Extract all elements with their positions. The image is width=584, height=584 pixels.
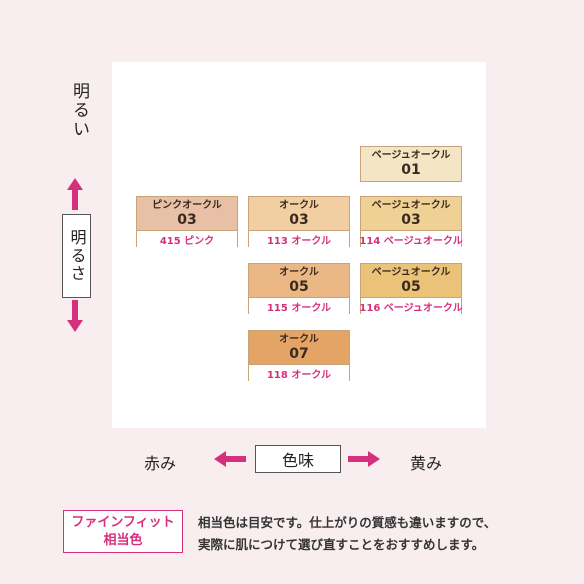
shade-code: 05	[401, 278, 421, 295]
shade-name: ピンクオークル	[152, 199, 222, 211]
shade-name: オークル	[279, 333, 319, 345]
swatch-beige-ochre-01: ベージュオークル 01	[360, 146, 462, 182]
shade-code: 01	[401, 162, 421, 178]
shade-code: 03	[401, 211, 421, 228]
yellowness-label: 黄み	[410, 454, 443, 473]
note-line-1: 相当色は目安です。仕上がりの質感も違いますので、	[198, 515, 497, 530]
swatch-color: オークル 05	[249, 264, 349, 297]
product-number: 114 ベージュオークル	[359, 230, 463, 247]
arrow-right-icon	[348, 451, 380, 467]
redness-label: 赤み	[144, 454, 177, 473]
arrow-up-icon	[67, 178, 83, 210]
shade-name: オークル	[279, 266, 319, 278]
product-number: 118 オークル	[249, 364, 349, 381]
swatch-pink-ochre-03: ピンクオークル 03 415 ピンク	[136, 196, 238, 247]
swatch-color: ベージュオークル 03	[361, 197, 461, 230]
brighter-label: 明るい	[69, 82, 89, 139]
fine-fit-badge: ファインフィット 相当色	[63, 510, 183, 553]
disclaimer-note: 相当色は目安です。仕上がりの質感も違いますので、 実際に肌につけて選び直すことを…	[198, 512, 568, 556]
hue-axis-box: 色味	[255, 445, 341, 473]
swatch-beige-ochre-05: ベージュオークル 05 116 ベージュオークル	[359, 263, 463, 314]
swatch-color: オークル 07	[249, 331, 349, 364]
swatch-color: ベージュオークル 05	[361, 264, 461, 297]
shade-name: ベージュオークル	[371, 266, 451, 278]
shade-code: 03	[177, 211, 197, 228]
arrow-down-icon	[67, 300, 83, 332]
swatch-ochre-03: オークル 03 113 オークル	[248, 196, 350, 247]
note-line-2: 実際に肌につけて選び直すことをおすすめします。	[198, 536, 485, 552]
badge-line-1: ファインフィット	[71, 514, 175, 530]
swatch-color: オークル 03	[249, 197, 349, 230]
swatch-ochre-07: オークル 07 118 オークル	[248, 330, 350, 381]
brightness-axis-box: 明るさ	[62, 214, 91, 298]
swatch-ochre-05: オークル 05 115 オークル	[248, 263, 350, 314]
product-number: 415 ピンク	[137, 230, 237, 247]
product-number: 116 ベージュオークル	[359, 297, 463, 314]
shade-code: 07	[289, 345, 309, 362]
badge-line-2: 相当色	[103, 532, 143, 548]
swatch-beige-ochre-03: ベージュオークル 03 114 ベージュオークル	[359, 196, 463, 247]
product-number: 113 オークル	[249, 230, 349, 247]
shade-name: ベージュオークル	[371, 150, 451, 161]
swatch-color: ベージュオークル 01	[361, 147, 461, 181]
arrow-left-icon	[214, 451, 246, 467]
shade-code: 05	[289, 278, 309, 295]
shade-code: 03	[289, 211, 309, 228]
brightness-label: 明るさ	[67, 229, 87, 283]
swatch-color: ピンクオークル 03	[137, 197, 237, 230]
shade-name: ベージュオークル	[371, 199, 451, 211]
shade-name: オークル	[279, 199, 319, 211]
product-number: 115 オークル	[249, 297, 349, 314]
